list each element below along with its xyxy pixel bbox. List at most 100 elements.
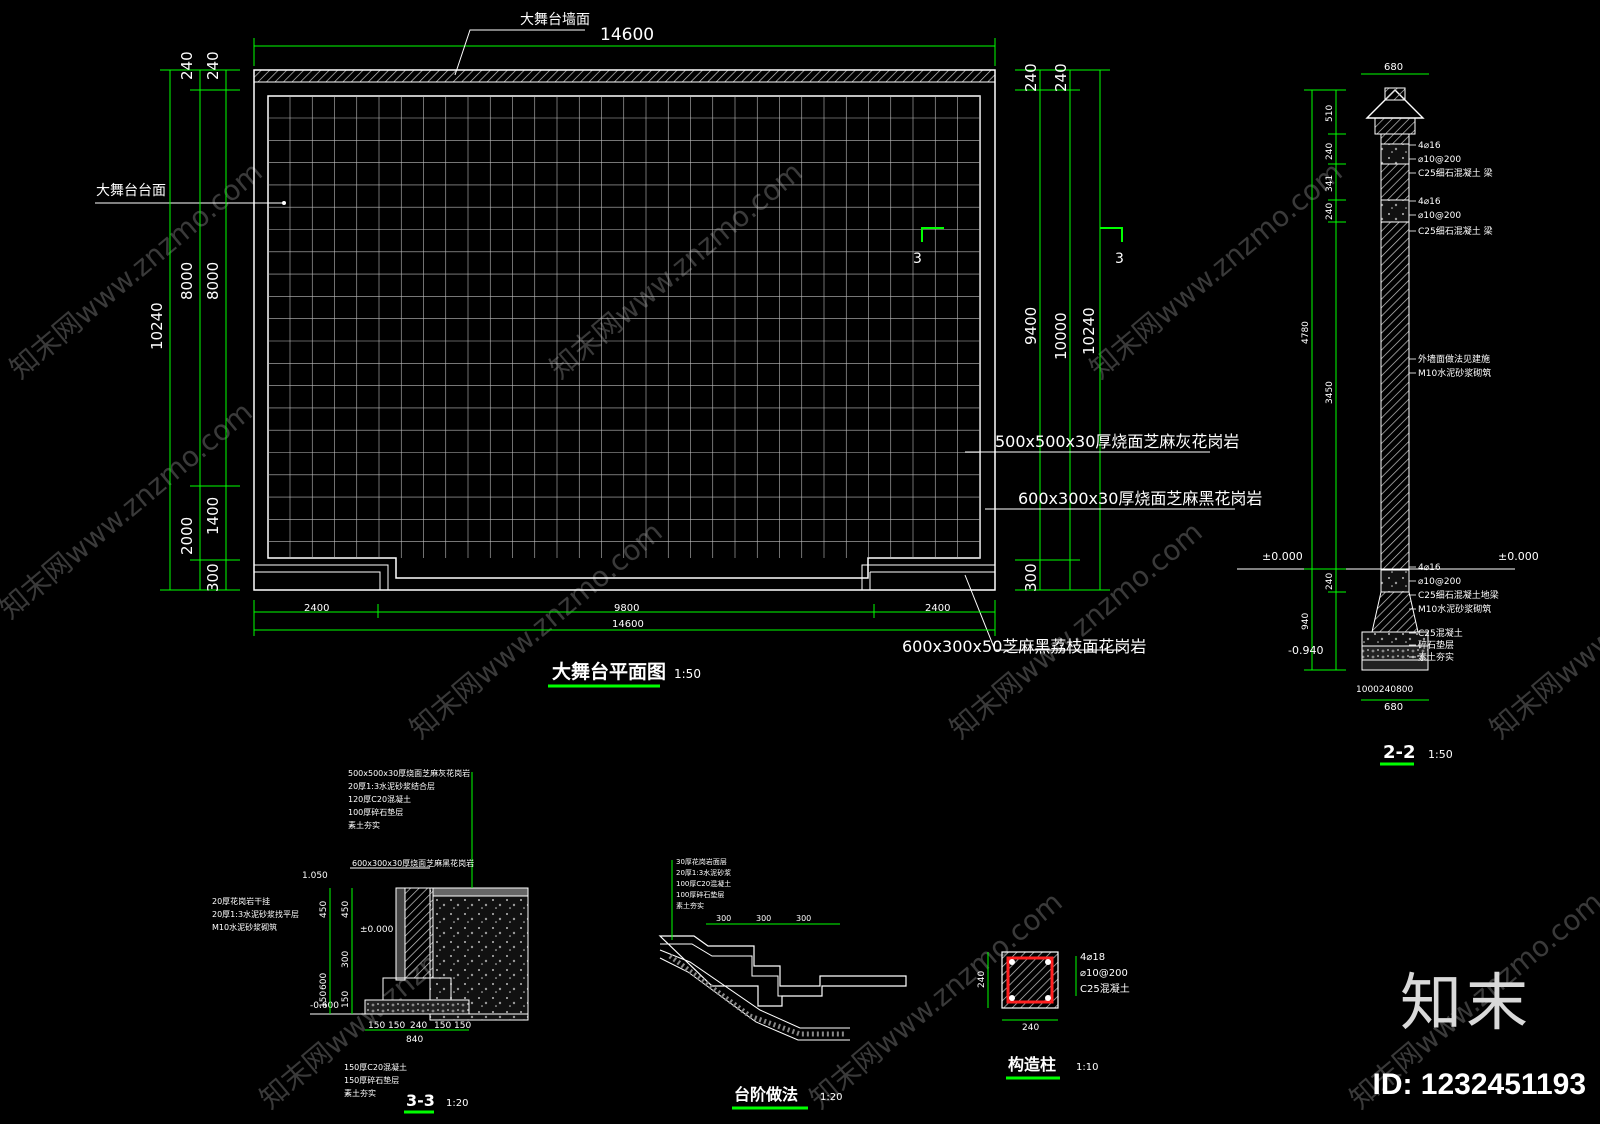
column-dim-bottom-text: 240 xyxy=(1022,1023,1039,1033)
section22-label: ⌀10@200 xyxy=(1418,211,1461,221)
column-label: C25混凝土 xyxy=(1080,982,1130,995)
material-1-label: 500x500x30厚烧面芝麻灰花岗岩 xyxy=(995,432,1239,451)
column-stirrup xyxy=(1006,956,1054,1004)
section33-vdim: 450 xyxy=(319,901,329,918)
dim-341: 341 xyxy=(1325,175,1335,192)
section33-left-labels: 20厚花岗岩干挂 20厚1:3水泥砂浆找平层 M10水泥砂浆砌筑 xyxy=(212,896,299,932)
column-label: 4⌀18 xyxy=(1080,952,1105,963)
section-mark-left-text: 3 xyxy=(913,251,922,267)
section22-label: 碎石垫层 xyxy=(1418,639,1454,651)
dim-240-c: 240 xyxy=(1325,573,1335,590)
dim-bottom-total: 14600 xyxy=(612,619,644,630)
section22-label: C25细石混凝土 梁 xyxy=(1418,225,1493,237)
section33-left-label: 20厚花岗岩干挂 xyxy=(212,896,270,906)
dim-3450: 3450 xyxy=(1325,381,1335,404)
steps-scale: 1:20 xyxy=(820,1092,842,1103)
watermark-2: 知末网www.znzmo.com xyxy=(543,155,808,385)
beam-2 xyxy=(1380,199,1410,223)
section-2-2: 680 680 1000240800 510 240 341 240 4780 … xyxy=(1237,62,1539,766)
section33-left-label: M10水泥砂浆砌筑 xyxy=(212,922,277,932)
section22-title: 2-2 xyxy=(1383,742,1416,763)
dim-left-f: 2000 xyxy=(178,517,196,555)
level-1050: 1.050 xyxy=(302,871,328,881)
dim-left-a: 240 xyxy=(178,51,196,80)
dim-240-a: 240 xyxy=(1325,143,1335,160)
plan-title: 大舞台平面图 xyxy=(552,660,666,683)
dim-right-f: 300 xyxy=(1022,563,1040,592)
section22-label: 外墙面做法见建施 xyxy=(1418,353,1490,365)
dim-left-g: 1400 xyxy=(204,497,222,535)
dim-left-d: 8000 xyxy=(178,262,196,300)
section22-label: ⌀10@200 xyxy=(1418,577,1461,587)
section33-top-label: 20厚1:3水泥砂浆结合层 xyxy=(348,781,435,791)
column-dim-side-text: 240 xyxy=(977,971,987,988)
dim-left-b: 240 xyxy=(204,51,222,80)
stage-outline xyxy=(253,69,996,591)
foundation-soil xyxy=(1361,659,1429,671)
rebar xyxy=(1045,995,1051,1001)
level-neg600: -0.600 xyxy=(310,1001,339,1011)
column-label: ⌀10@200 xyxy=(1080,968,1128,979)
steps-gravel xyxy=(668,954,845,1037)
footing-gravel xyxy=(364,999,470,1015)
section22-label: ⌀10@200 xyxy=(1418,155,1461,165)
section33-bottom-dim: 150 xyxy=(368,1021,385,1031)
steps-layer-3 xyxy=(659,957,850,1041)
dim-right-b: 240 xyxy=(1052,63,1070,92)
section33-left-label: 20厚1:3水泥砂浆找平层 xyxy=(212,909,299,919)
section33-bottom-total: 840 xyxy=(406,1035,423,1045)
left-dims xyxy=(160,69,240,591)
stage-step-line-2 xyxy=(254,564,995,590)
steps-label: 30厚花岗岩面层 xyxy=(676,857,727,866)
level-left: ±0.000 xyxy=(1262,550,1303,563)
dim-940: 940 xyxy=(1301,613,1311,630)
section22-label: C25混凝土 xyxy=(1418,627,1463,639)
dim-240-b: 240 xyxy=(1325,203,1335,220)
rebar xyxy=(1009,959,1015,965)
steps-label: 20厚1:3水泥砂浆 xyxy=(676,868,731,877)
section22-label: C25细石混凝土 梁 xyxy=(1418,167,1493,179)
section33-vdim: 150 xyxy=(341,991,351,1008)
steps-dim: 300 xyxy=(796,914,811,923)
section33-mid-label: 600x300x30厚烧面芝麻黑花岗岩 xyxy=(352,858,474,868)
level-000: ±0.000 xyxy=(360,925,394,935)
base-dims-text: 1000240800 xyxy=(1356,685,1414,695)
material-3-label: 600x300x50芝麻黑荔枝面花岗岩 xyxy=(902,637,1146,656)
wall-leader xyxy=(454,29,585,76)
surface-label: 大舞台台面 xyxy=(96,183,166,199)
dim-bottom-3: 2400 xyxy=(925,603,950,614)
dim-bottom-1: 2400 xyxy=(304,603,329,614)
steps-layer-2 xyxy=(659,949,850,1029)
cap-top xyxy=(1384,87,1406,101)
dim-left-h: 300 xyxy=(204,563,222,592)
plan-scale: 1:50 xyxy=(674,667,701,681)
rebar xyxy=(1045,959,1051,965)
section22-label: M10水泥砂浆砌筑 xyxy=(1418,367,1491,379)
section33-vdim: 450 xyxy=(341,901,351,918)
section22-label: 4⌀16 xyxy=(1418,197,1441,207)
section33-bottom-dim: 150 xyxy=(434,1021,451,1031)
dim-left-e: 8000 xyxy=(204,262,222,300)
steps-label: 100厚C20混凝土 xyxy=(676,879,731,888)
stage-wall-hatch xyxy=(253,69,996,83)
section33-scale: 1:20 xyxy=(446,1098,468,1109)
material-2-label: 600x300x30厚烧面芝麻黑花岗岩 xyxy=(1018,489,1262,508)
section33-top-label: 120厚C20混凝土 xyxy=(348,794,411,804)
steps-title: 台阶做法 xyxy=(734,1085,798,1104)
dim-4780: 4780 xyxy=(1301,321,1311,344)
stage-plan: 14600 大舞台墙面 大舞台台面 240 240 10240 8000 800… xyxy=(95,12,1262,688)
wall-label: 大舞台墙面 xyxy=(520,12,590,28)
section33-bottom-label: 150厚C20混凝土 xyxy=(344,1062,407,1072)
cap-block xyxy=(1374,117,1416,135)
section33-bottom-dim: 240 xyxy=(410,1021,427,1031)
section-mark-right xyxy=(1100,227,1123,242)
dim-right-e: 10240 xyxy=(1080,307,1098,355)
watermark-3: 知末网www.znzmo.com xyxy=(1083,155,1348,385)
section22-scale: 1:50 xyxy=(1428,748,1453,761)
section22-label: M10水泥砂浆砌筑 xyxy=(1418,603,1491,615)
brand-logo-text: 知末 xyxy=(1399,966,1532,1039)
